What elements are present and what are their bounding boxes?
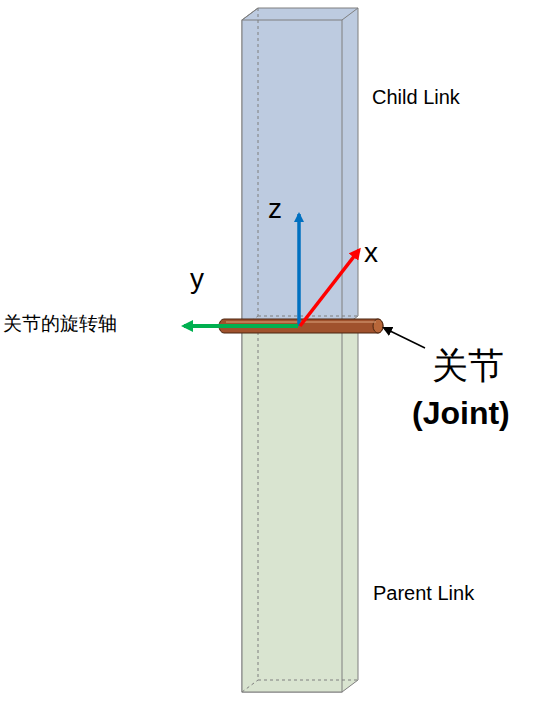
axis-label: x (364, 237, 378, 268)
link-label-box: Child Link (372, 86, 460, 108)
child-link-box (242, 8, 358, 328)
z-axis-arrow (297, 214, 301, 326)
axis-caption-box: 关节的旋转轴 (3, 314, 117, 335)
axis-label: y (190, 263, 204, 294)
x-axis-arrow (300, 250, 359, 326)
axis-label-box: x (364, 238, 378, 269)
joint-callout-box: (Joint) (412, 396, 510, 431)
joint-callout: 关节 (432, 345, 504, 386)
axis-caption: 关节的旋转轴 (3, 313, 117, 334)
parent-link-box (242, 320, 358, 692)
link-label: Child Link (372, 86, 460, 108)
joint-callout-box: 关节 (432, 346, 504, 386)
link-label: Parent Link (373, 582, 474, 604)
axis-label-box: y (190, 264, 204, 295)
axis-label-box: z (268, 194, 282, 225)
link-label-box: Parent Link (373, 582, 474, 604)
y-axis-arrow (184, 324, 298, 328)
joint-callout: (Joint) (412, 395, 510, 431)
axis-label: z (268, 193, 282, 224)
joint-leader (384, 328, 425, 348)
